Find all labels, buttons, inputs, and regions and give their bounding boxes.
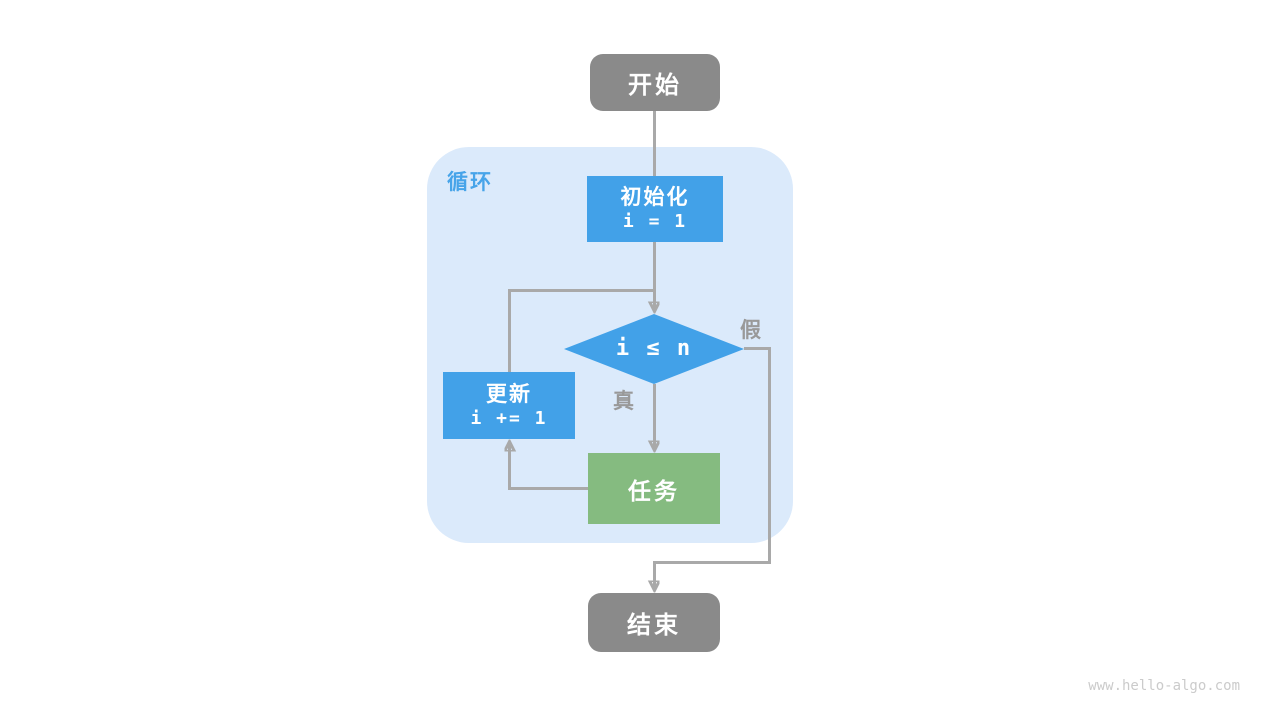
task-node: 任务	[588, 453, 720, 524]
task-node-label: 任务	[628, 478, 680, 505]
update-node-title: 更新	[486, 381, 532, 406]
end-node: 结束	[588, 593, 720, 652]
init-node-title: 初始化	[620, 185, 690, 210]
init-node-code: i = 1	[622, 211, 688, 233]
init-node: 初始化 i = 1	[587, 176, 723, 242]
edge-label-false: 假	[740, 318, 761, 342]
watermark: www.hello-algo.com	[1088, 678, 1240, 694]
start-node: 开始	[590, 54, 720, 111]
update-node-code: i += 1	[470, 407, 548, 429]
update-node: 更新 i += 1	[443, 372, 575, 439]
end-node-label: 结束	[627, 611, 681, 639]
loop-region-label: 循环	[447, 170, 493, 194]
edge-label-true: 真	[613, 389, 634, 413]
condition-label: i ≤ n	[615, 335, 693, 361]
start-node-label: 开始	[628, 71, 682, 99]
